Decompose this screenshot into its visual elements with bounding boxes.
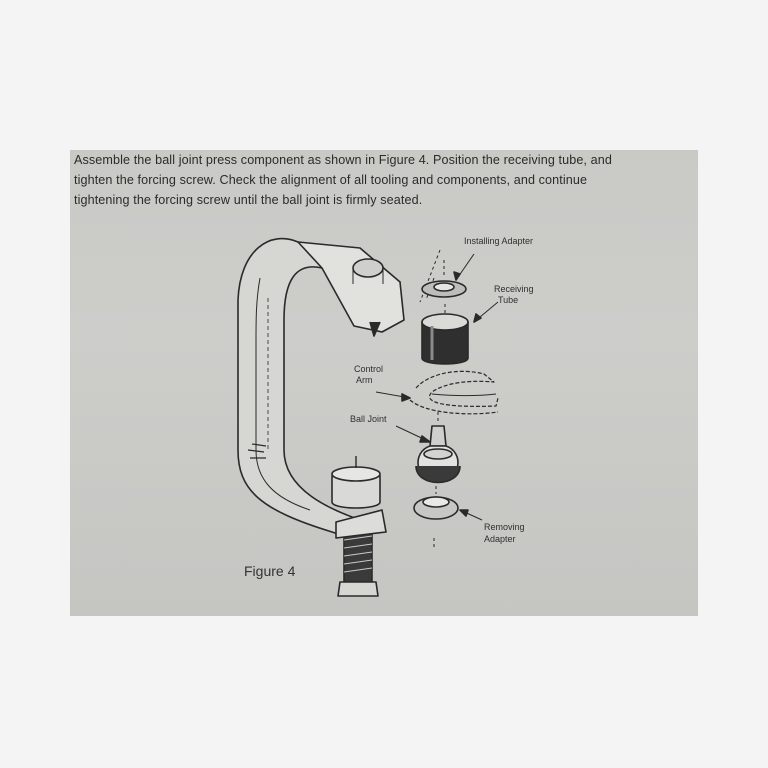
top-bore (352, 258, 384, 278)
ball-joint-press-illustration (237, 237, 499, 597)
label-removing-adapter-line1: Removing (484, 522, 525, 532)
label-removing-adapter-line2: Adapter (484, 534, 516, 544)
instruction-paragraph: Assemble the ball joint press component … (74, 150, 698, 210)
label-installing-adapter: Installing Adapter (464, 236, 534, 246)
instruction-line-2: tighten the forcing screw. Check the ali… (74, 173, 588, 187)
instruction-line-3: tightening the forcing screw until the b… (74, 193, 423, 207)
label-ball-joint: Ball Joint (350, 414, 387, 424)
label-control-arm-line2: Arm (356, 375, 373, 385)
figure-caption: Figure 4 (244, 563, 296, 579)
instruction-line-1: Assemble the ball joint press component … (74, 153, 612, 167)
label-receiving-tube-line1: Receiving (494, 284, 534, 294)
document-photo: Assemble the ball joint press component … (70, 150, 698, 616)
label-receiving-tube-line2: Tube (498, 295, 519, 305)
control-arm (409, 370, 499, 415)
ball-joint (429, 425, 447, 447)
label-control-arm-line1: Control (354, 364, 384, 374)
